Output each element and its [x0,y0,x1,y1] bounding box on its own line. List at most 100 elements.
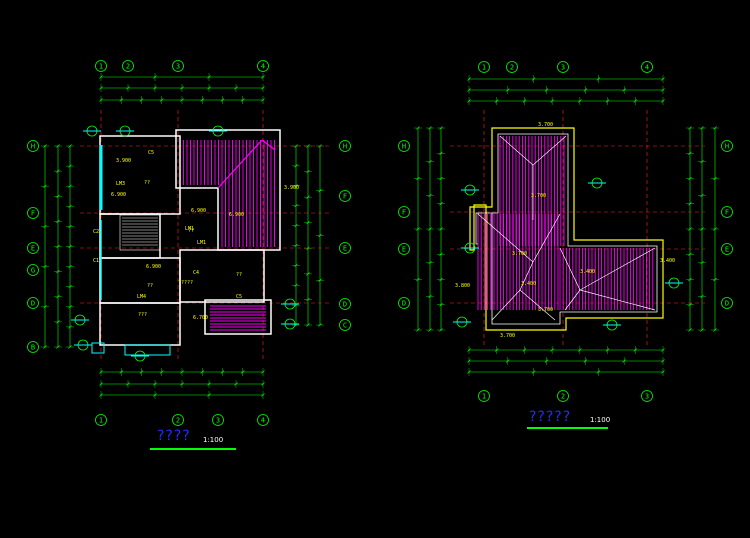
left-axis-left-B-circle [27,341,39,353]
right-roof-label: 3.700 [538,307,553,313]
left-axis-right-E-label: E [343,245,347,253]
left-corner-window [91,342,105,354]
right-roof-outer [469,127,664,331]
right-axis-left-D-circle [398,297,410,309]
left-axis-left-H-circle [27,140,39,152]
right-axis-top-1-label: 1 [482,64,486,72]
left-axis-bottom-1-label: 1 [99,417,103,425]
left-room-label: LM4 [137,294,146,300]
right-axis-bottom-3-circle [641,390,653,402]
left-axis-left-F-label: F [31,210,35,218]
left-axis-bottom-3-label: 3 [216,417,220,425]
right-axis-right-F-circle [721,206,733,218]
left-axis-top-4-circle [257,60,269,72]
right-axis-left-F-label: F [402,209,406,217]
left-room-label: 6.900 [111,192,126,198]
left-axis-bottom-2-label: 2 [176,417,180,425]
left-axis-right-F-circle [339,190,351,202]
left-room-label: C5 [236,294,242,300]
left-plan-title: ???? [157,428,191,444]
right-axis-top-1-circle [478,61,490,73]
left-axis-right-H-label: H [343,143,347,151]
left-axis-top-3-circle [172,60,184,72]
left-axis-left-G-circle [27,264,39,276]
right-axis-right-D-circle [721,297,733,309]
left-room-label: 6.900 [229,212,244,218]
right-axis-right-H-circle [721,140,733,152]
right-roof-label: 3.700 [500,333,515,339]
left-room-label: 6.900 [191,208,206,214]
left-axis-top-1-label: 1 [99,63,103,71]
left-axis-left-D-label: D [31,300,35,308]
left-axis-right-F-label: F [343,193,347,201]
left-room-label: 3.900 [284,185,299,191]
right-axis-top-4-label: 4 [645,64,649,72]
left-room-label: LM1 [185,226,194,232]
right-plan-scale: 1:100 [590,416,611,424]
right-axis-bottom-3-label: 3 [645,393,649,401]
left-axis-left-D-circle [27,297,39,309]
right-axis-top-2-circle [506,61,518,73]
left-axis-top-4-label: 4 [261,63,265,71]
left-room-label: ????? [178,280,193,286]
left-room-label: C5 [148,150,154,156]
left-room-upper [99,135,181,215]
left-bay-window [124,344,171,356]
left-axis-bottom-4-circle [257,414,269,426]
right-roof-label: 3.700 [512,251,527,257]
left-room-label: ?? [188,228,194,234]
left-axis-right-C-label: C [343,322,347,330]
right-roof-hip [499,135,534,166]
left-axis-left-H-label: H [31,143,35,151]
left-axis-left-F-circle [27,207,39,219]
right-roof-hip [519,261,534,291]
right-roof-label: 3.800 [455,283,470,289]
left-room-label: ??? [138,312,147,318]
left-axis-top-2-circle [122,60,134,72]
right-axis-top-3-circle [557,61,569,73]
left-axis-top-2-label: 2 [126,63,130,71]
right-roof-hip [532,135,567,166]
left-balcony [204,299,272,335]
left-roof-ridge [261,139,276,151]
right-roof-label: 3.700 [538,122,553,128]
left-axis-left-E-circle [27,242,39,254]
left-axis-left-E-label: E [31,245,35,253]
left-stair [119,214,161,251]
left-room-label: LM3 [116,181,125,187]
right-roof-hip [579,289,656,311]
left-room-label: LM1 [197,240,206,246]
right-axis-left-H-circle [398,140,410,152]
left-axis-right-D-circle [339,298,351,310]
right-axis-right-H-label: H [725,143,729,151]
left-room-label: ?? [144,180,150,186]
right-axis-bottom-1-circle [478,390,490,402]
right-axis-left-H-label: H [402,143,406,151]
right-roof-label: 3.400 [660,258,675,264]
right-roof-hip [579,247,656,291]
right-axis-right-E-circle [721,243,733,255]
right-axis-right-E-label: E [725,246,729,254]
left-plan-scale: 1:100 [203,436,224,444]
right-axis-right-D-label: D [725,300,729,308]
left-room-label: 6.700 [193,315,208,321]
right-axis-right-F-label: F [725,209,729,217]
right-roof-hip [532,213,561,263]
left-axis-left-B-label: B [31,344,35,352]
right-axis-bottom-2-circle [557,390,569,402]
right-axis-left-E-circle [398,243,410,255]
left-room-label: ?? [236,272,242,278]
left-axis-right-E-circle [339,242,351,254]
left-axis-top-1-circle [95,60,107,72]
left-room-label: 3.900 [116,158,131,164]
left-axis-bottom-2-circle [172,414,184,426]
left-room-label: ?? [147,283,153,289]
right-axis-bottom-2-label: 2 [561,393,565,401]
right-axis-left-F-circle [398,206,410,218]
right-roof-inner [475,133,658,325]
left-axis-right-H-circle [339,140,351,152]
left-room-lower [99,302,181,346]
right-roof-label: 3.700 [531,193,546,199]
